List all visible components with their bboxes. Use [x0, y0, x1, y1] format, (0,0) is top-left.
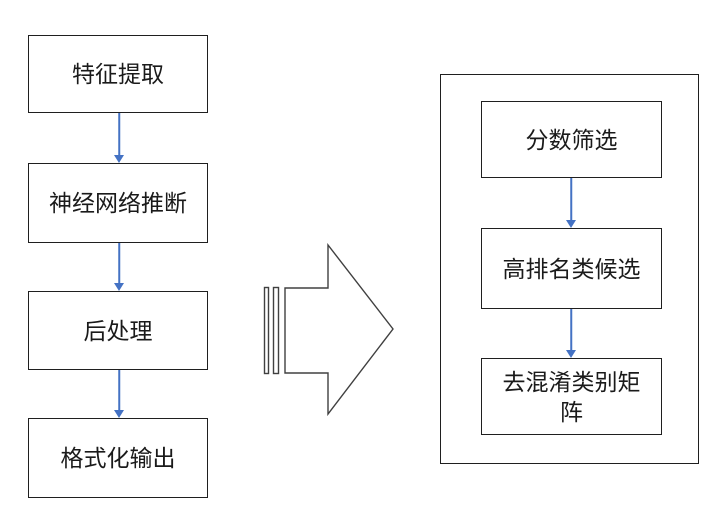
step-label: 格式化输出	[60, 445, 176, 471]
arrow-head-icon	[566, 350, 576, 358]
step-label: 分数筛选	[525, 126, 618, 153]
arrow-head-icon	[114, 410, 124, 418]
step-feature-extraction: 特征提取	[28, 35, 208, 113]
arrow-shaft	[570, 309, 572, 351]
step-top-ranked-candidates: 高排名类候选	[481, 228, 662, 309]
step-formatted-output: 格式化输出	[28, 418, 208, 498]
arrow-shaft	[118, 243, 120, 284]
arrow-head-icon	[114, 155, 124, 163]
arrow-head-icon	[114, 283, 124, 291]
step-label: 后处理	[83, 317, 153, 344]
down-arrow-connector	[113, 113, 125, 163]
striped-right-arrow-icon	[263, 243, 394, 417]
arrow-shaft	[118, 370, 120, 411]
arrow-shaft	[118, 113, 120, 156]
step-label: 去混淆类别矩阵	[502, 368, 641, 425]
down-arrow-connector	[113, 243, 125, 291]
down-arrow-connector	[113, 370, 125, 418]
step-label: 高排名类候选	[502, 255, 641, 282]
step-label: 神经网络推断	[49, 190, 187, 216]
down-arrow-connector	[565, 309, 577, 358]
step-deconfusion-class-matrix: 去混淆类别矩阵	[481, 358, 662, 435]
step-neural-network-inference: 神经网络推断	[28, 163, 208, 243]
step-post-processing: 后处理	[28, 291, 208, 370]
down-arrow-connector	[565, 178, 577, 228]
arrow-shaft	[570, 178, 572, 221]
step-score-filtering: 分数筛选	[481, 101, 662, 178]
step-label: 特征提取	[72, 61, 164, 87]
arrow-head-icon	[566, 220, 576, 228]
